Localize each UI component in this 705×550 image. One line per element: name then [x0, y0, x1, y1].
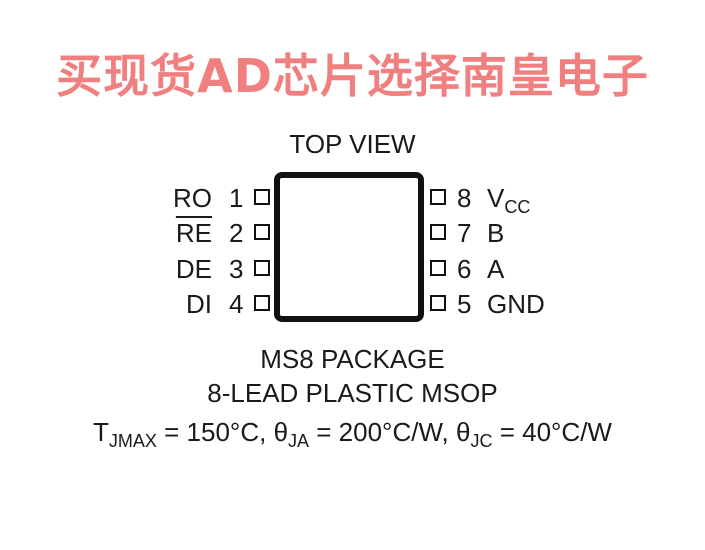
pin-number-7: 7 [457, 218, 472, 248]
pin-pad-8 [430, 189, 446, 205]
pin-pad-3 [254, 260, 270, 276]
pin-pad-1 [254, 189, 270, 205]
pin-number-4: 4 [229, 289, 244, 319]
pin-pad-2 [254, 224, 270, 240]
chip-body [274, 172, 424, 322]
pin-name-1: RO [173, 183, 212, 213]
pin-name-4: DI [186, 289, 212, 319]
pin-number-3: 3 [229, 254, 244, 284]
pin-name-6: A [487, 254, 505, 284]
promo-banner: 买现货AD芯片选择南皇电子 [56, 49, 649, 103]
pin-name-7: B [487, 218, 505, 248]
package-description: 8-LEAD PLASTIC MSOP [207, 378, 498, 408]
top-view-label: TOP VIEW [289, 129, 416, 159]
pin-name-3: DE [175, 254, 212, 284]
pin-number-8: 8 [457, 183, 472, 213]
pin-pad-5 [430, 295, 446, 311]
pin-pad-7 [430, 224, 446, 240]
pin-name-5: GND [487, 289, 545, 319]
pin-number-1: 1 [229, 183, 244, 213]
package-name: MS8 PACKAGE [260, 344, 445, 374]
pin-number-2: 2 [229, 218, 244, 248]
thermal-specs: TJMAX = 150°C, θJA = 200°C/W, θJC = 40°C… [93, 417, 612, 451]
pin-name-2: RE [175, 218, 212, 248]
pin-number-6: 6 [457, 254, 472, 284]
pin-number-5: 5 [457, 289, 472, 319]
pin-pad-4 [254, 295, 270, 311]
pin-name-8: VCC [487, 183, 531, 217]
pin-pad-6 [430, 260, 446, 276]
